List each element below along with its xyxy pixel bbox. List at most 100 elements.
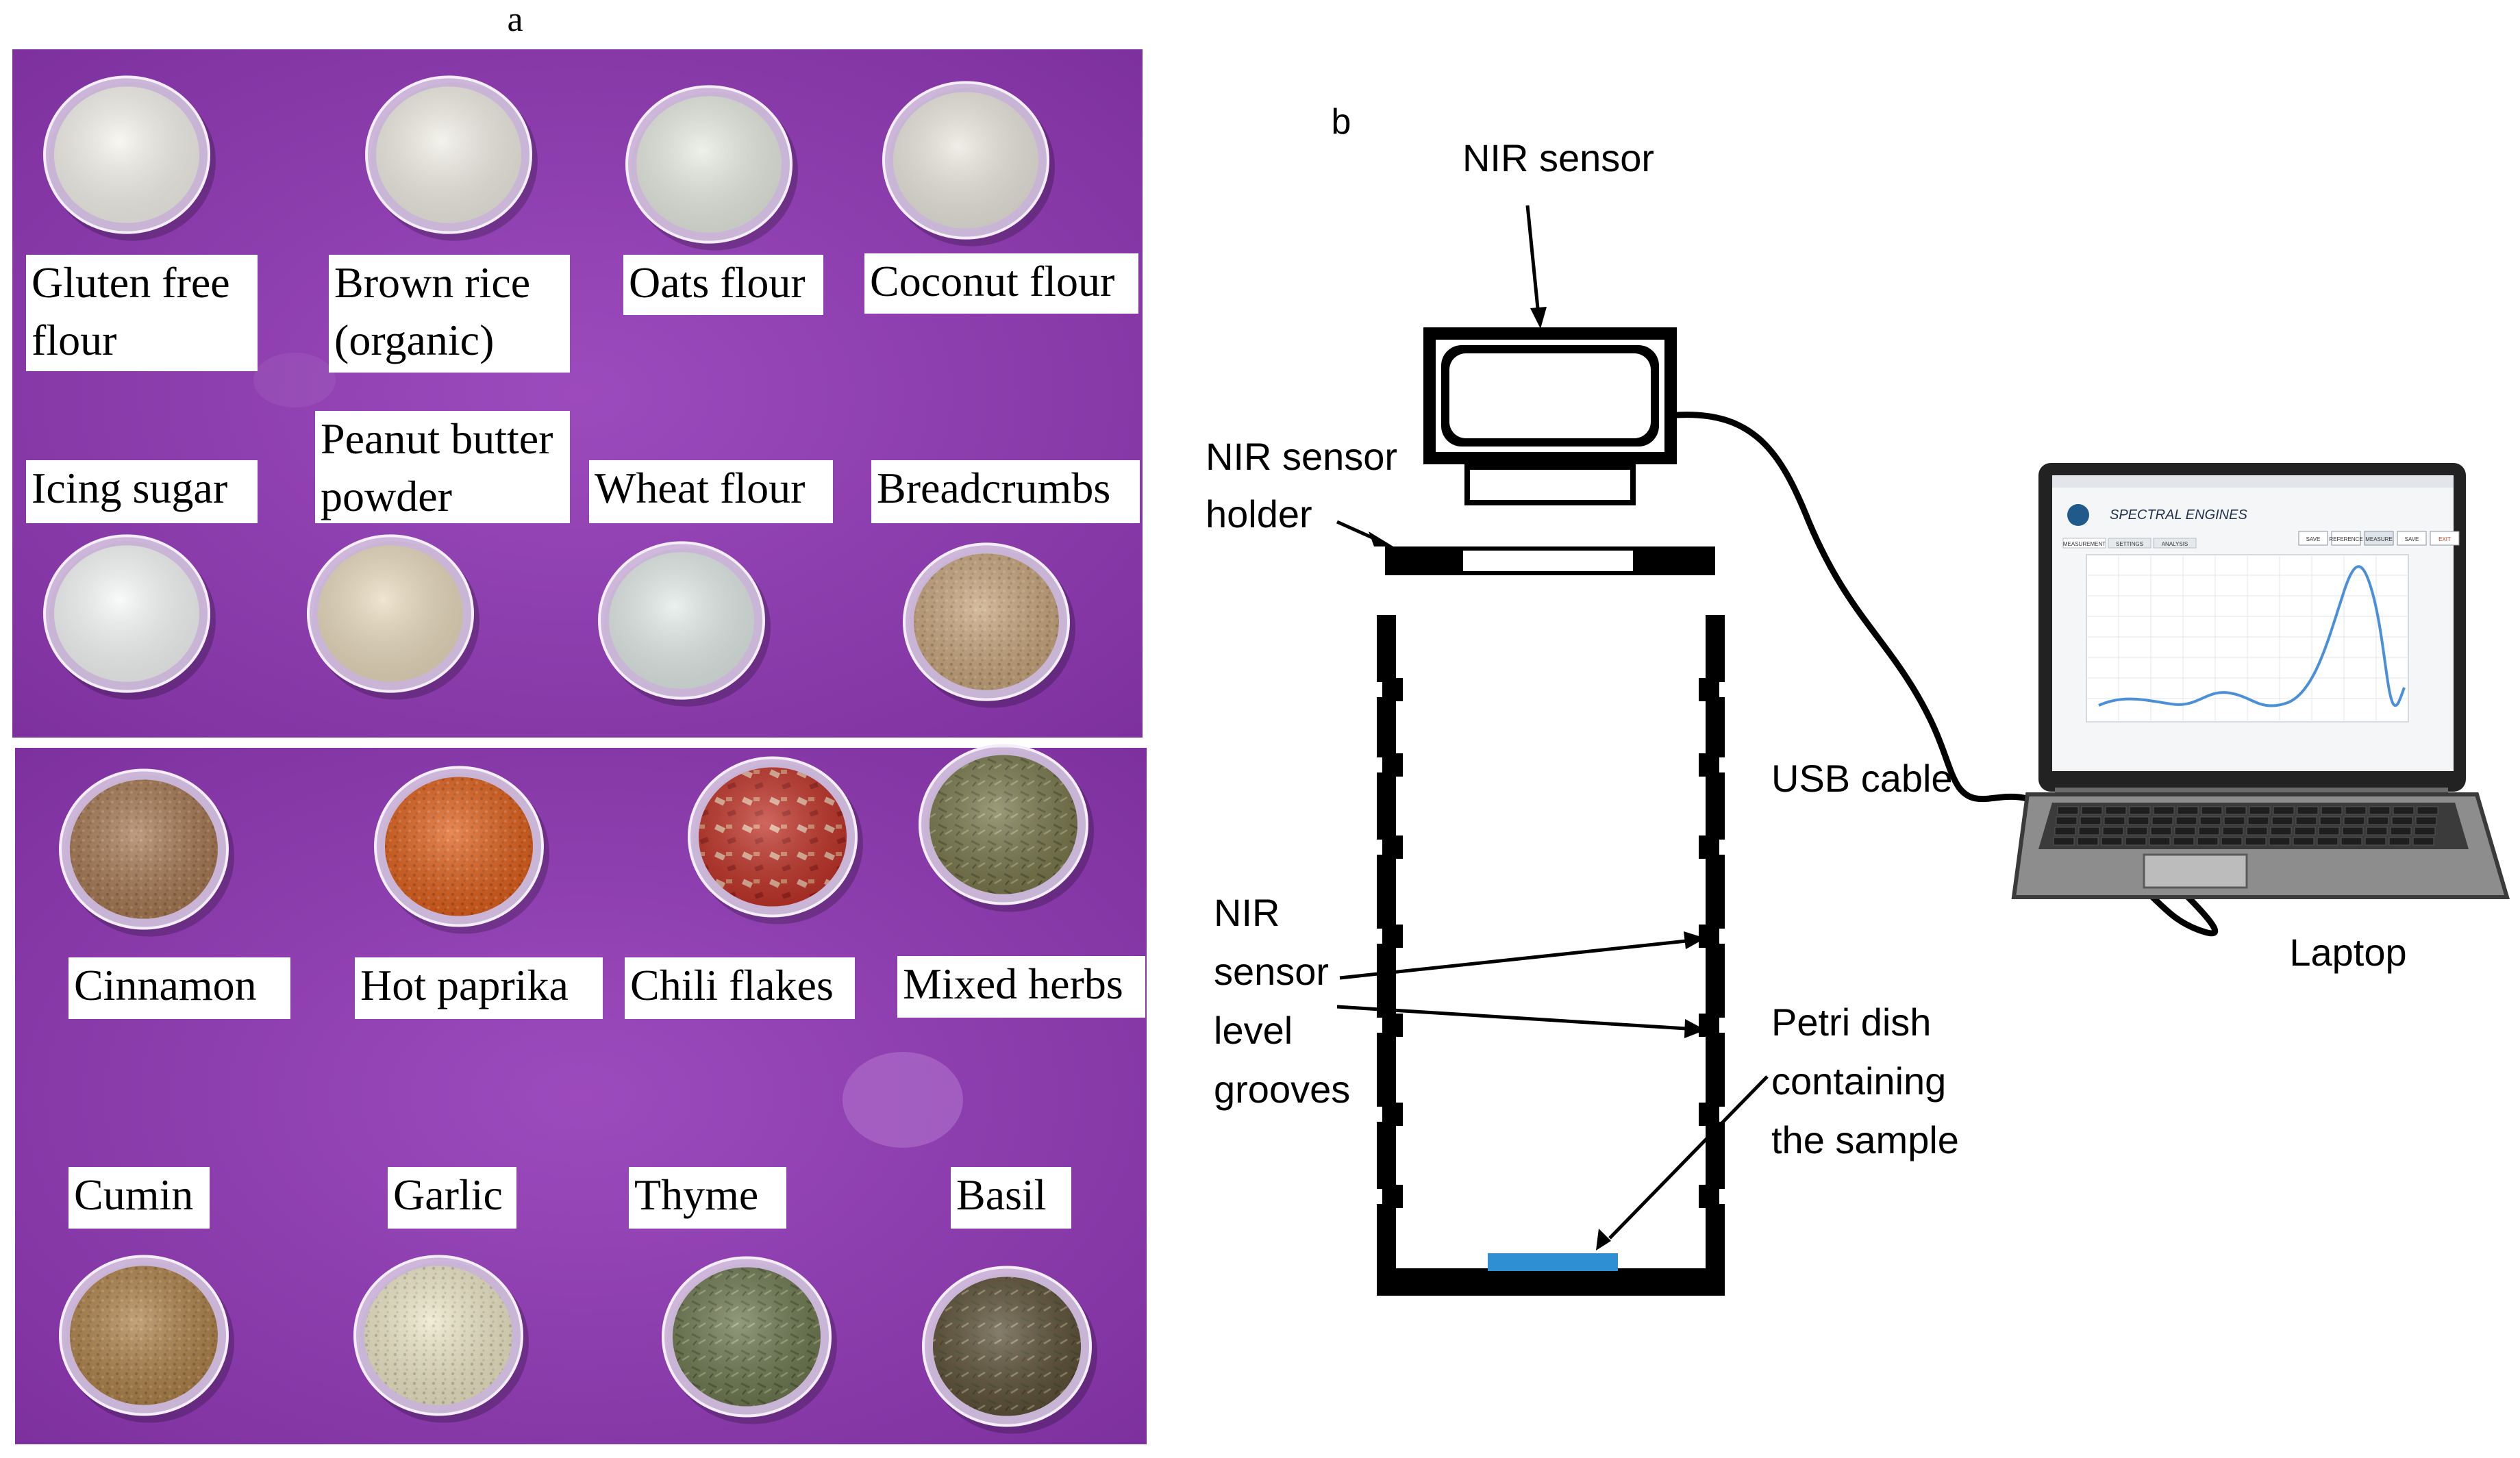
keyboard-key: [2150, 827, 2172, 835]
keyboard-key: [2173, 837, 2195, 846]
keyboard-key: [2342, 827, 2364, 835]
keyboard-key: [2415, 816, 2437, 825]
keyboard-key: [2053, 837, 2075, 846]
label-box: [623, 255, 823, 315]
keyboard-key: [2345, 806, 2367, 815]
label-text: Thyme: [634, 1170, 758, 1219]
reflection: [843, 1052, 963, 1148]
dish-highlight: [70, 1266, 218, 1405]
holder-label-line1: NIR sensor: [1206, 435, 1397, 478]
label-box: [871, 460, 1140, 523]
keyboard-key: [2077, 837, 2099, 846]
grooves-label-line2: sensor: [1214, 950, 1329, 993]
keyboard-key: [2197, 837, 2219, 846]
groove-notch: [1377, 840, 1382, 855]
petri-label-line2: containing: [1771, 1059, 1946, 1103]
label-text: Coconut flour: [870, 257, 1114, 305]
petri-arrowhead: [1596, 1229, 1611, 1250]
dish-highlight: [385, 777, 533, 916]
dish-coconut-flour: [882, 81, 1055, 247]
keyboard-key: [2223, 816, 2245, 825]
panel-a-letter: a: [507, 0, 523, 39]
groove-left: [1396, 925, 1403, 948]
dish-highlight: [930, 755, 1077, 894]
groove-left: [1396, 1185, 1403, 1208]
dish-basil: [922, 1266, 1097, 1434]
label-box: [26, 460, 258, 523]
dish-breadcrumbs: [903, 542, 1075, 708]
keyboard-keys: [2053, 806, 2438, 846]
keyboard-key: [2391, 816, 2413, 825]
keyboard-key: [2365, 837, 2386, 846]
usb-cable: [1673, 412, 2219, 937]
label-mixed-herbs: Mixed herbs: [897, 956, 1145, 1018]
laptop-label: Laptop: [2289, 931, 2406, 974]
label-box: [329, 255, 570, 373]
dish-cumin: [59, 1255, 234, 1423]
holder-arrowhead: [1369, 531, 1393, 546]
keyboard-key: [2174, 827, 2196, 835]
groove-notch: [1377, 1018, 1382, 1033]
keyboard-key: [2057, 806, 2079, 815]
keyboard-key: [2297, 806, 2319, 815]
screen-tab-label: MEASUREMENT: [2063, 541, 2106, 547]
screen-tab: [2062, 538, 2106, 549]
label-text: Wheat flour: [595, 464, 805, 512]
label-text: (organic): [334, 316, 494, 364]
groove-notch: [1377, 929, 1382, 944]
grooves-label-line4: grooves: [1214, 1068, 1350, 1111]
dish-highlight: [933, 1277, 1081, 1416]
label-text: Mixed herbs: [903, 959, 1123, 1008]
keyboard-key: [2125, 837, 2147, 846]
label-text: Hot paprika: [360, 961, 569, 1009]
keyboard-key: [2129, 806, 2151, 815]
screen-button: [2364, 531, 2394, 546]
label-box: [629, 1167, 786, 1229]
label-box: [951, 1167, 1071, 1229]
label-coconut-flour: Coconut flour: [864, 253, 1138, 314]
label-oats-flour: Oats flour: [623, 255, 823, 315]
dish-peanut-butter-powder: [307, 534, 479, 700]
screen-button-label: REFERENCE: [2329, 536, 2362, 542]
keyboard-key: [2273, 806, 2295, 815]
label-text: Peanut butter: [321, 414, 553, 463]
dish-highlight: [636, 96, 782, 233]
dish-thyme: [662, 1256, 837, 1424]
groove-right: [1699, 835, 1706, 859]
keyboard-key: [2222, 827, 2244, 835]
label-text: Basil: [956, 1170, 1047, 1219]
dish-icing-sugar: [43, 534, 216, 700]
label-basil: Basil: [951, 1167, 1071, 1229]
keyboard-key: [2175, 816, 2197, 825]
grooves-label-line1: NIR: [1214, 891, 1280, 934]
keyboard-key: [2246, 827, 2268, 835]
keyboard-key: [2199, 816, 2221, 825]
groove-arrowhead-lower: [1684, 1019, 1706, 1038]
keyboard-key: [2366, 827, 2388, 835]
groove-arrow-lower: [1336, 1005, 1687, 1031]
holder-label-line2: holder: [1206, 492, 1312, 536]
petri-dish-sample: [1488, 1253, 1618, 1271]
label-text: powder: [321, 472, 452, 520]
groove-notch: [1719, 840, 1725, 855]
label-text: Brown rice: [334, 258, 530, 307]
keyboard-key: [2369, 806, 2391, 815]
label-thyme: Thyme: [629, 1167, 786, 1229]
keyboard-key: [2221, 837, 2243, 846]
grooves-label-line3: level: [1214, 1009, 1293, 1052]
keyboard-key: [2054, 827, 2076, 835]
groove-right: [1699, 753, 1706, 777]
groove-notch: [1719, 1107, 1725, 1122]
keyboard-key: [2393, 806, 2415, 815]
keyboard-key: [2056, 816, 2078, 825]
groove-right: [1699, 925, 1706, 948]
tube-left-wall: [1377, 615, 1396, 1294]
keyboard-key: [2269, 837, 2291, 846]
label-box: [68, 1167, 210, 1229]
label-text: Cinnamon: [74, 961, 257, 1009]
keyboard-key: [2078, 827, 2100, 835]
keyboard-key: [2151, 816, 2173, 825]
label-box: [68, 957, 290, 1019]
keyboard-key: [2294, 827, 2316, 835]
